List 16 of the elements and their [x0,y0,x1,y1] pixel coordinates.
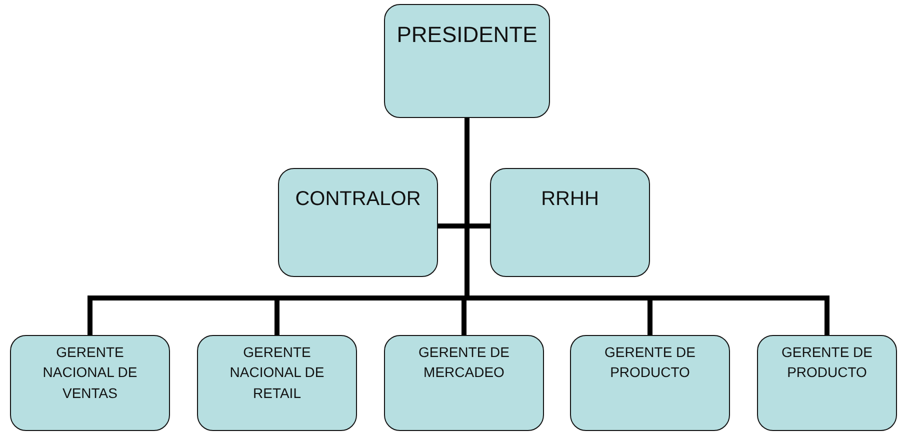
org-chart-box [197,335,357,431]
org-chart-box [384,335,544,431]
org-chart-box [384,4,550,118]
position-title: GERENTE DE PRODUCTO [780,343,874,382]
position-title: GERENTE DE PRODUCTO [603,343,696,382]
org-chart-box [490,168,650,277]
position-title: PRESIDENTE [396,21,538,49]
position-title: RRHH [540,187,600,212]
position-title: CONTRALOR [294,187,422,212]
org-chart-box [10,335,170,431]
org-chart-box [570,335,730,431]
position-title: GERENTE NACIONAL DE RETAIL [228,343,326,403]
org-chart-box [278,168,438,277]
org-chart-box [757,335,897,431]
position-title: GERENTE NACIONAL DE VENTAS [42,343,138,403]
position-title: GERENTE DE MERCADEO [417,343,510,382]
